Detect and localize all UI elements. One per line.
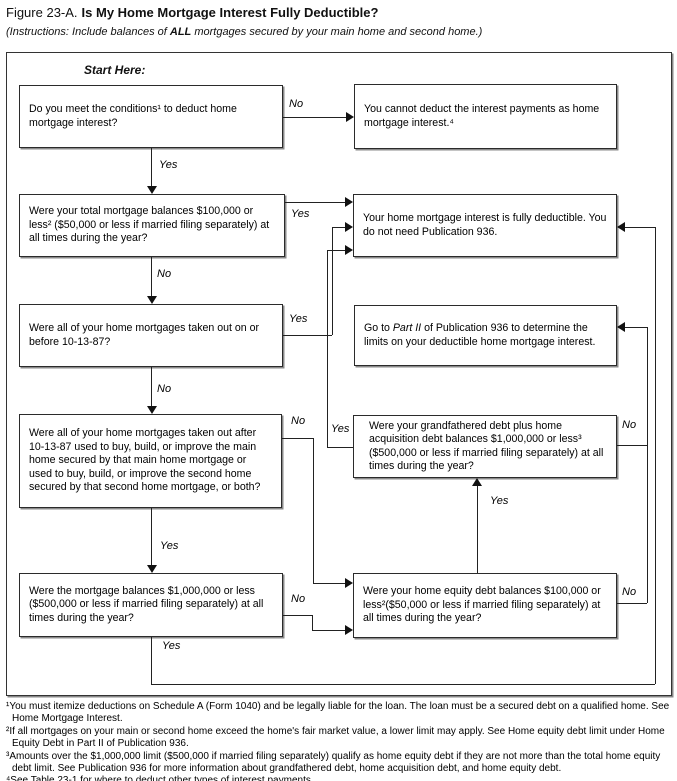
goto-part2-suffix: of Publication 936 to determine the limi… [364, 322, 596, 348]
flow-line [327, 250, 345, 251]
figure-title-text: Is My Home Mortgage Interest Fully Deduc… [81, 5, 379, 20]
flow-line [625, 327, 647, 328]
node-cannot-deduct-text: You cannot deduct the interest payments … [364, 103, 600, 129]
node-fully-deductible-text: Your home mortgage interest is fully ded… [363, 212, 607, 238]
flow-line [312, 615, 313, 630]
flow-line [285, 202, 345, 203]
edge-label-grandfathered-yes: Yes [329, 423, 352, 435]
edge-label-before-no: No [155, 383, 174, 395]
arrow-right-icon [345, 578, 353, 588]
flow-line [312, 630, 345, 631]
instructions-line: (Instructions: Include balances of ALL m… [6, 26, 482, 38]
goto-part2-italic: Part II [392, 322, 422, 335]
flow-line [647, 327, 648, 603]
edge-label-after-no: No [289, 415, 308, 427]
flow-line [655, 227, 656, 684]
flow-line [151, 508, 152, 567]
flow-line [151, 637, 152, 684]
node-q-balances-1m-text: Were the mortgage balances $1,000,000 or… [29, 584, 264, 624]
arrow-right-icon [345, 625, 353, 635]
flow-line [625, 227, 655, 228]
flow-line [283, 335, 332, 336]
node-q-before-101387: Were all of your home mortgages taken ou… [19, 304, 283, 367]
arrow-right-icon [346, 112, 354, 122]
node-q-after-101387-text: Were all of your home mortgages taken ou… [29, 427, 261, 494]
edge-label-home-equity-no: No [620, 586, 639, 598]
flow-line [617, 445, 647, 446]
node-goto-part2-text: Go to Part II of Publication 936 to dete… [364, 322, 607, 349]
arrow-left-icon [617, 322, 625, 332]
flow-line [151, 257, 152, 298]
edge-label-conditions-no: No [287, 98, 306, 110]
goto-part2-prefix: Go to [364, 322, 393, 335]
arrow-left-icon [617, 222, 625, 232]
node-q-home-equity-text: Were your home equity debt balances $100… [363, 585, 601, 625]
node-q-grandfathered: Were your grandfathered debt plus home a… [353, 415, 617, 478]
edge-label-grandfathered-no: No [620, 419, 639, 431]
edge-label-balances-yes: Yes [160, 640, 183, 652]
arrow-down-icon [147, 406, 157, 414]
arrow-down-icon [147, 186, 157, 194]
edge-label-conditions-yes: Yes [157, 159, 180, 171]
node-fully-deductible: Your home mortgage interest is fully ded… [353, 194, 617, 257]
footnotes: ¹You must itemize deductions on Schedule… [6, 701, 674, 781]
node-q-total-100k-text: Were your total mortgage balances $100,0… [29, 205, 270, 245]
page-title: Figure 23-A.Is My Home Mortgage Interest… [6, 5, 378, 20]
edge-label-before-yes: Yes [287, 313, 310, 325]
node-q-conditions-text: Do you meet the conditions¹ to deduct ho… [29, 103, 237, 129]
flow-line [477, 486, 478, 573]
node-q-total-100k: Were your total mortgage balances $100,0… [19, 194, 285, 257]
flow-line [151, 148, 152, 188]
instructions-suffix: mortgages secured by your main home and … [191, 26, 483, 38]
edge-label-after-yes: Yes [158, 540, 181, 552]
flow-line [332, 227, 345, 228]
node-q-conditions: Do you meet the conditions¹ to deduct ho… [19, 85, 283, 148]
node-goto-part2: Go to Part II of Publication 936 to dete… [354, 305, 617, 366]
flow-line [313, 438, 314, 583]
flow-line [282, 438, 313, 439]
figure-label: Figure 23-A. [6, 5, 78, 20]
start-here-label: Start Here: [84, 63, 146, 77]
flow-line [313, 583, 345, 584]
node-cannot-deduct: You cannot deduct the interest payments … [354, 84, 617, 149]
flow-line [283, 117, 346, 118]
footnote-3: ³Amounts over the $1,000,000 limit ($500… [6, 750, 661, 774]
arrow-right-icon [345, 197, 353, 207]
arrow-right-icon [345, 245, 353, 255]
flow-line [332, 227, 333, 335]
arrow-down-icon [147, 296, 157, 304]
node-q-balances-1m: Were the mortgage balances $1,000,000 or… [19, 573, 283, 637]
flow-line [151, 367, 152, 408]
edge-label-total-no: No [155, 268, 174, 280]
flow-line [283, 615, 312, 616]
node-q-home-equity: Were your home equity debt balances $100… [353, 573, 617, 638]
flow-line [617, 603, 647, 604]
instructions-prefix: (Instructions: Include balances of [6, 26, 170, 38]
edge-label-home-equity-yes: Yes [488, 495, 511, 507]
flow-line [327, 250, 328, 447]
flow-line [151, 684, 655, 685]
edge-label-balances-no: No [289, 593, 308, 605]
arrow-right-icon [345, 222, 353, 232]
node-q-after-101387: Were all of your home mortgages taken ou… [19, 414, 282, 508]
arrow-up-icon [472, 478, 482, 486]
node-q-grandfathered-text: Were your grandfathered debt plus home a… [369, 419, 604, 472]
footnote-1: ¹You must itemize deductions on Schedule… [6, 701, 670, 725]
instructions-bold: ALL [169, 26, 192, 38]
edge-label-total-yes: Yes [289, 208, 312, 220]
arrow-down-icon [147, 565, 157, 573]
flow-line [327, 447, 353, 448]
footnote-4: ⁴See Table 23-1 for where to deduct othe… [6, 775, 314, 781]
node-q-before-101387-text: Were all of your home mortgages taken ou… [29, 322, 260, 348]
footnote-2: ²If all mortgages on your main or second… [6, 725, 665, 750]
